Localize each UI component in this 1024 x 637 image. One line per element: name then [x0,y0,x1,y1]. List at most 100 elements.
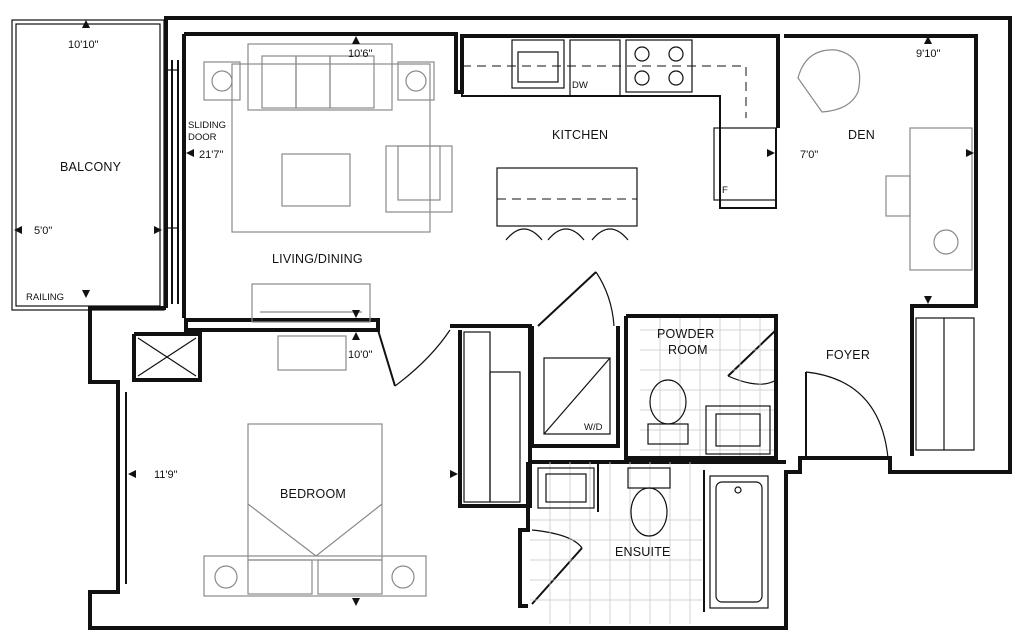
arrow-den-right [966,149,974,157]
arrow-bedroom-top [352,332,360,340]
arrow-living-top [352,36,360,44]
balcony-width-dim: 10'10" [68,39,99,51]
armchair [385,145,453,213]
ensuite-label: ENSUITE [615,545,671,559]
interior-walls [132,32,978,612]
exterior-wall [88,16,1012,630]
ensuite-west-wall [518,462,530,608]
kitchen-counter [461,36,777,209]
powder-room-label-1: POWDER [657,327,714,341]
den-label: DEN [848,128,875,142]
burner-2 [668,46,684,62]
powder-door [727,329,777,377]
living-dining-label: LIVING/DINING [272,252,363,266]
sofa-cushion-right [329,55,375,109]
foyer-label: FOYER [826,348,870,362]
bar-stools [505,228,629,241]
laundry-door [537,271,597,327]
kitchen-island [496,167,638,227]
washer-dryer [543,357,611,435]
powder-toilet-tank [647,423,689,445]
ensuite-toilet-tank [627,467,671,489]
bathtub-drain [734,486,742,494]
bedroom-width-dim: 10'0" [348,349,372,361]
laundry-door-swing [595,271,615,327]
arrow-kitchen-right [767,149,775,157]
arrow-living-left [186,149,194,157]
lamp-left [211,70,233,92]
duct-shaft [132,332,202,382]
kitchen-sink-basin [517,51,559,83]
den-width-dim: 9'10" [916,48,940,60]
exterior-walls [88,16,1012,630]
ensuite-vanity [537,467,595,509]
bedroom-label: BEDROOM [280,487,346,501]
media-console [251,283,371,323]
ensuite-sink [545,473,587,503]
railing-label: RAILING [26,292,64,303]
coffee-table [281,153,351,207]
range [625,39,693,93]
kitchen-label: KITCHEN [552,128,608,142]
arrow-bedroom-left [128,470,136,478]
kitchen-depth-dim: 7'0" [800,149,818,161]
furniture [203,39,973,609]
living-length-dim: 21'7" [199,149,223,161]
burner-1 [634,46,650,62]
bedroom-door-swing [394,329,451,387]
ensuite-toilet [630,487,668,537]
foyer-closet [915,317,975,451]
powder-room-wall [624,314,778,460]
arrow-balcony-top [82,20,90,28]
duct-cross-b [137,337,197,377]
powder-room-tiles [640,318,774,456]
bed [247,423,383,561]
armchair-seat [397,145,441,201]
dishwasher [569,39,621,97]
kitchen-counter-wall [184,32,780,128]
den-wall [784,34,978,456]
ensuite-tiles [530,462,702,624]
ensuite-door-swing [531,529,583,549]
arrow-living-bottom [352,310,360,318]
bathtub [709,475,769,609]
arrow-balcony-left [14,226,22,234]
arrow-bedroom-bottom [352,598,360,606]
bed-cover [247,503,383,557]
pillow-right [317,559,383,595]
burner-3 [634,70,650,86]
washer-dryer-diagonal [543,357,611,435]
den-desk [909,127,973,271]
room-labels: BALCONY RAILING SLIDING DOOR LIVING/DINI… [26,80,875,559]
bedroom-door [377,329,396,387]
arrow-balcony-bottom [82,290,90,298]
burner-4 [668,70,684,86]
living-rug [231,63,431,233]
sofa [247,43,393,111]
arrow-balcony-right [154,226,162,234]
balcony-label: BALCONY [60,160,122,174]
sliding-door-label-1: SLIDING [188,120,226,131]
entry-door-swing [805,371,889,459]
den-lamp [933,229,959,255]
pillow-left [247,559,313,595]
side-table-left [203,61,241,101]
powder-room-label-2: ROOM [668,343,708,357]
powder-sink [715,413,761,447]
den-desk-chair [885,175,911,217]
arrow-bedroom-right [450,470,458,478]
fridge-label: F [722,185,728,196]
dishwasher-label: DW [572,80,588,91]
powder-door-swing [727,375,777,385]
washer-dryer-label: W/D [584,422,603,433]
side-table-right [397,61,435,101]
ensuite-door [531,547,583,605]
arrow-den-top [924,36,932,44]
closet-rod [489,371,521,503]
lamp-right [405,70,427,92]
balcony-depth-dim: 5'0" [34,225,52,237]
bedroom-length-dim: 11'9" [154,469,178,481]
nightstand-lamp-left [214,565,238,589]
dresser [277,335,347,371]
fridge [713,127,777,201]
